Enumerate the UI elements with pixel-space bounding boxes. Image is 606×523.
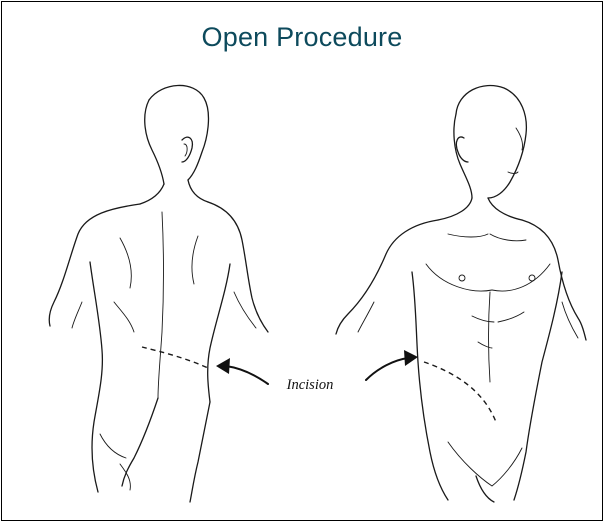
front-incision-line: [424, 362, 496, 422]
right-nipple: [529, 275, 535, 281]
front-view-figure: [336, 86, 586, 502]
incision-callout: Incision: [216, 350, 418, 393]
back-view-figure: [49, 85, 268, 502]
incision-label: Incision: [286, 377, 334, 393]
back-incision-arrow: [226, 366, 268, 384]
front-incision-arrow: [366, 358, 408, 380]
left-nipple: [459, 275, 465, 281]
back-incision-line: [142, 347, 208, 368]
